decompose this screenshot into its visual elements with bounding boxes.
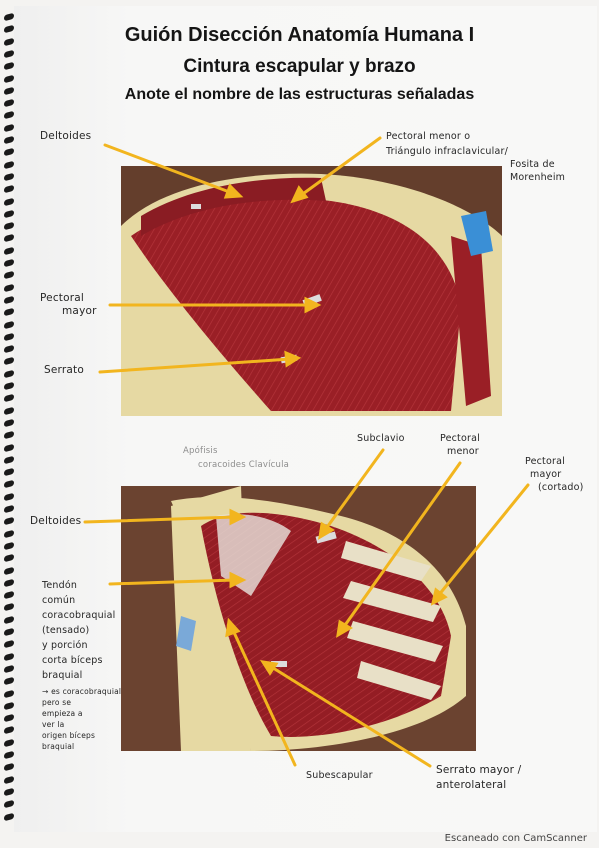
label-subclavio: Subclavio bbox=[357, 433, 405, 444]
label-pectoral-mayor-1b: mayor bbox=[62, 305, 97, 317]
document-instruction: Anote el nombre de las estructuras señal… bbox=[124, 86, 475, 103]
label-pectoral-mayor-2c: (cortado) bbox=[538, 482, 584, 493]
label-pectoral-menor-1b: Triángulo infraclavicular/ bbox=[386, 146, 509, 157]
arrow-tendon bbox=[108, 578, 237, 586]
label-subescapular: Subescapular bbox=[306, 770, 373, 781]
label-pectoral-menor-1a: Pectoral menor o bbox=[386, 131, 471, 142]
label-pectoral-menor-1d: Morenheim bbox=[510, 172, 566, 183]
dissection-photo-1 bbox=[121, 166, 502, 416]
label-serrato-2b: anterolateral bbox=[436, 779, 507, 791]
arrow-subclavio bbox=[323, 448, 385, 532]
label-pectoral-mayor-2b: mayor bbox=[530, 469, 562, 480]
arrow-pectoral-mayor-2 bbox=[436, 483, 530, 598]
label-note-coracobraquial: → es coracobraquial pero se empieza a ve… bbox=[42, 687, 122, 751]
arrow-deltoides-1 bbox=[103, 143, 234, 195]
arrowhead bbox=[223, 183, 244, 199]
arrow-subescapular bbox=[230, 626, 297, 767]
label-deltoides-2: Deltoides bbox=[30, 515, 82, 527]
label-pectoral-menor-2b: menor bbox=[447, 446, 479, 457]
arrow-pectoral-menor-2 bbox=[341, 461, 462, 630]
label-deltoides-1: Deltoides bbox=[40, 130, 92, 142]
label-pectoral-menor-1c: Fosita de bbox=[510, 159, 555, 170]
arrow-deltoides-2 bbox=[83, 515, 237, 524]
label-pectoral-mayor-2a: Pectoral bbox=[525, 456, 565, 467]
arrow-pectoral-menor-1 bbox=[298, 136, 382, 198]
label-serrato-1: Serrato bbox=[44, 364, 84, 376]
document-title: Guión Disección Anatomía Humana I bbox=[124, 24, 475, 46]
label-apofisis-a: Apófisis bbox=[183, 446, 218, 456]
label-tendon-comun: Tendón común coracobraquial (tensado) y … bbox=[42, 580, 116, 681]
label-serrato-2a: Serrato mayor / bbox=[436, 764, 522, 776]
arrow-serrato-2 bbox=[268, 664, 432, 768]
arrow-serrato-1 bbox=[98, 357, 292, 374]
label-apofisis-b: coracoides Clavícula bbox=[198, 460, 290, 470]
document-subtitle: Cintura escapular y brazo bbox=[183, 56, 416, 77]
label-pectoral-mayor-1a: Pectoral bbox=[40, 292, 84, 304]
label-pectoral-menor-2a: Pectoral bbox=[440, 433, 480, 444]
scanner-watermark: Escaneado con CamScanner bbox=[444, 833, 587, 844]
